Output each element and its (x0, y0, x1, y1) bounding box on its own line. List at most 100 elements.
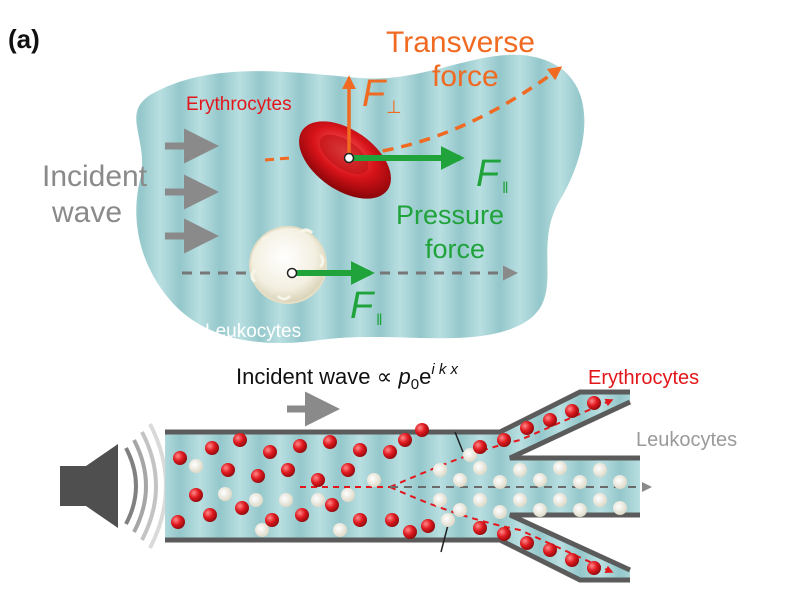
leukocytes-label-top: Leukocytes (205, 321, 301, 342)
erythrocyte-particle (398, 433, 412, 447)
leukocyte-particle (493, 475, 507, 489)
erythrocyte-particle (543, 413, 557, 427)
leukocyte-particle (463, 448, 477, 462)
svg-text:Incident wave ∝ p0ei k x: Incident wave ∝ p0ei k x (236, 361, 458, 393)
erythrocyte-particle (415, 423, 429, 437)
erythrocyte-particle (421, 519, 435, 533)
erythrocyte-particle (295, 508, 309, 522)
erythrocytes-label-bottom: Erythrocytes (588, 367, 699, 389)
erythrocyte-particle (281, 463, 295, 477)
erythrocyte-particle (587, 396, 601, 410)
erythrocyte-particle (233, 433, 247, 447)
erythrocyte-particle (173, 451, 187, 465)
erythrocyte-particle (171, 515, 185, 529)
leukocyte-particle (513, 463, 527, 477)
erythrocyte-particle (383, 445, 397, 459)
leukocyte-particle (453, 473, 467, 487)
leukocyte-particle (473, 461, 487, 475)
leukocyte-particle (573, 475, 587, 489)
f-perp-subscript: ⊥ (386, 97, 402, 117)
incident-wave-formula: Incident wave ∝ p0ei k x (236, 361, 458, 393)
erythrocyte-particle (520, 421, 534, 435)
leukocyte-particle (453, 503, 467, 517)
leukocyte-particle (189, 459, 203, 473)
leukocyte-particle (333, 523, 347, 537)
f-parallel-subscript: ǁ (502, 180, 509, 197)
pressure-subscript: 0 (411, 376, 419, 393)
erythrocyte-path-before (264, 156, 291, 162)
panel-label: (a) (8, 24, 40, 54)
erythrocyte-particle (325, 498, 339, 512)
erythrocyte-particle (565, 553, 579, 567)
incident-label-line2: wave (51, 196, 122, 229)
erythrocyte-particle (473, 440, 487, 454)
erythrocyte-particle (473, 521, 487, 535)
leukocyte-particle (493, 505, 507, 519)
channel-marker-upper (454, 431, 464, 453)
transverse-label-line2: force (432, 60, 499, 93)
erythrocyte-particle (323, 435, 337, 449)
leukocyte-particle (249, 493, 263, 507)
leukocyte-particle (441, 513, 455, 527)
erythrocyte-particle (205, 441, 219, 455)
erythrocyte-particle (189, 488, 203, 502)
leukocyte-particle (593, 463, 607, 477)
leukocyte-particle (311, 493, 325, 507)
leukocytes-label-bottom: Leukocytes (636, 429, 737, 451)
leukocyte-center-dot (286, 267, 298, 279)
leukocyte-particle (513, 493, 527, 507)
leukocyte-particle (613, 501, 627, 515)
leukocyte-particle (433, 493, 447, 507)
f-perp-letter: F (362, 73, 387, 115)
leukocyte-particle (255, 523, 269, 537)
leukocyte-particle (433, 463, 447, 477)
leukocyte-cell (249, 226, 327, 304)
erythrocyte-particle (221, 463, 235, 477)
leukocyte-particle (341, 488, 355, 502)
erythrocyte-center-dot (343, 152, 355, 164)
leukocyte-particle (218, 487, 232, 501)
erythrocyte-particle (353, 443, 367, 457)
erythrocytes-label-top: Erythrocytes (186, 94, 292, 115)
erythrocyte-particle (543, 543, 557, 557)
incident-label-line1: Incident (42, 160, 148, 193)
transverse-label-line1: Transverse (386, 26, 535, 59)
pressure-symbol: p (397, 364, 410, 389)
upper-branch-flow (389, 398, 614, 488)
leukocyte-particle (279, 493, 293, 507)
exponential-symbol: e (419, 364, 431, 389)
incident-wave-text: Incident wave ∝ (236, 364, 398, 389)
leukocyte-particle (367, 473, 381, 487)
sound-waves (124, 423, 168, 549)
erythrocyte-particle (265, 513, 279, 527)
f-parallel-letter-2: F (350, 285, 375, 327)
erythrocyte-particle (497, 527, 511, 541)
leukocyte-particle (613, 475, 627, 489)
pressure-label-line1: Pressure (396, 200, 504, 230)
channel-marker-lower (440, 524, 449, 553)
erythrocyte-particle (203, 508, 217, 522)
erythrocyte-particle (235, 501, 249, 515)
leukocyte-particle (533, 473, 547, 487)
erythrocyte-particle (520, 536, 534, 550)
erythrocyte-particle (385, 513, 399, 527)
leukocyte-particle (593, 493, 607, 507)
leukocyte-particle (573, 503, 587, 517)
pressure-label-line2: force (425, 234, 485, 264)
f-parallel-letter: F (476, 153, 501, 195)
leukocyte-particle (553, 493, 567, 507)
erythrocyte-particle (251, 469, 265, 483)
channel-cells (171, 396, 627, 575)
erythrocyte-particle (263, 445, 277, 459)
erythrocyte-particle (497, 433, 511, 447)
erythrocyte-particle (353, 513, 367, 527)
f-parallel-subscript-2: ǁ (376, 312, 383, 329)
leukocyte-particle (533, 503, 547, 517)
erythrocyte-particle (565, 404, 579, 418)
exponent-text: i k x (431, 361, 458, 378)
leukocyte-particle (473, 493, 487, 507)
transducer (60, 444, 118, 528)
erythrocyte-particle (311, 473, 325, 487)
erythrocyte-particle (587, 561, 601, 575)
